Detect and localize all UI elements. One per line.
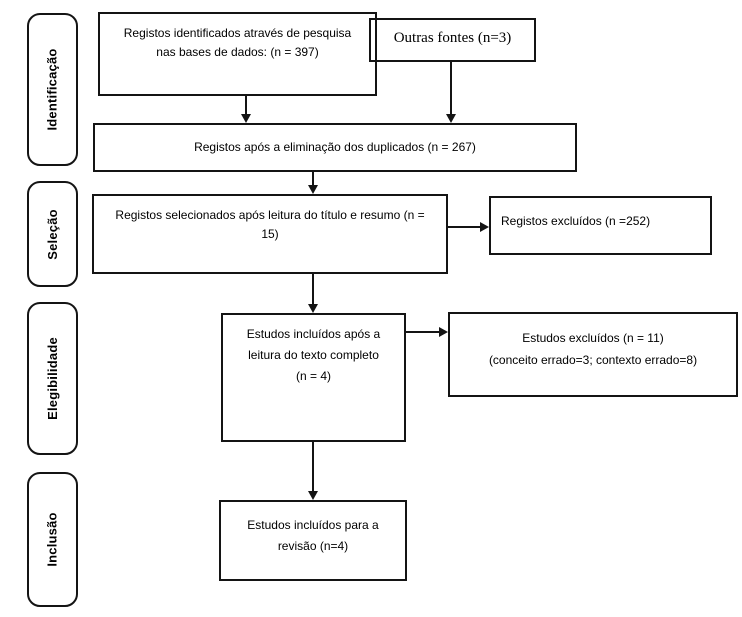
arrow-othersources-to-dedup-line (450, 62, 452, 115)
box-review-included: Estudos incluídos para a revisão (n=4) (219, 500, 407, 581)
box-other-sources: Outras fontes (n=3) (369, 18, 536, 62)
box-studies-excluded: Estudos excluídos (n = 11) (conceito err… (448, 312, 738, 397)
arrow-identified-to-dedup-head (241, 114, 251, 123)
box-full-text-included-line3: (n = 4) (295, 369, 331, 383)
arrow-dedup-to-screened-line (312, 172, 314, 187)
stage-identificacao: Identificação (27, 13, 78, 166)
stage-identificacao-label: Identificação (45, 48, 61, 131)
arrow-screened-to-fulltext-head (308, 304, 318, 313)
arrow-fulltext-to-review-head (308, 491, 318, 500)
arrow-screened-to-excluded-head (480, 222, 489, 232)
box-title-abstract-screened-line1: Registos selecionados após leitura do tí… (115, 208, 425, 222)
stage-selecao: Seleção (27, 181, 78, 287)
stage-inclusao: Inclusão (27, 472, 78, 607)
arrow-fulltext-to-excluded-line (406, 331, 439, 333)
box-review-included-line2: revisão (n=4) (277, 539, 349, 553)
box-after-duplicates-removed: Registos após a eliminação dos duplicado… (93, 123, 577, 172)
arrow-fulltext-to-excluded-head (439, 327, 448, 337)
box-title-abstract-screened-line2: 15) (261, 227, 279, 241)
box-full-text-included: Estudos incluídos após a leitura do text… (221, 313, 406, 442)
arrow-identified-to-dedup-line (245, 96, 247, 116)
arrow-fulltext-to-review-line (312, 442, 314, 492)
box-records-excluded-line1: Registos excluídos (n =252) (501, 214, 651, 228)
box-after-duplicates-removed-line1: Registos após a eliminação dos duplicado… (194, 140, 476, 154)
arrow-screened-to-fulltext-line (312, 274, 314, 306)
box-records-excluded: Registos excluídos (n =252) (489, 196, 712, 255)
box-records-identified-line1: Registos identificados através de pesqui… (123, 26, 352, 40)
box-records-identified: Registos identificados através de pesqui… (98, 12, 377, 96)
box-studies-excluded-line2: (conceito errado=3; contexto errado=8) (488, 353, 698, 367)
arrow-othersources-to-dedup-head (446, 114, 456, 123)
box-records-identified-line2: nas bases de dados: (n = 397) (156, 45, 319, 59)
arrow-screened-to-excluded-line (448, 226, 480, 228)
box-review-included-line1: Estudos incluídos para a (247, 518, 379, 532)
box-full-text-included-line2: leitura do texto completo (248, 348, 379, 362)
box-full-text-included-line1: Estudos incluídos após a (246, 327, 381, 341)
box-title-abstract-screened: Registos selecionados após leitura do tí… (92, 194, 448, 274)
arrow-dedup-to-screened-head (308, 185, 318, 194)
stage-inclusao-label: Inclusão (45, 512, 60, 567)
stage-elegibilidade-label: Elegibilidade (45, 337, 61, 420)
stage-selecao-label: Seleção (45, 208, 61, 260)
stage-elegibilidade: Elegibilidade (27, 302, 78, 455)
box-studies-excluded-line1: Estudos excluídos (n = 11) (522, 331, 664, 345)
box-other-sources-line1: Outras fontes (n=3) (393, 30, 512, 46)
